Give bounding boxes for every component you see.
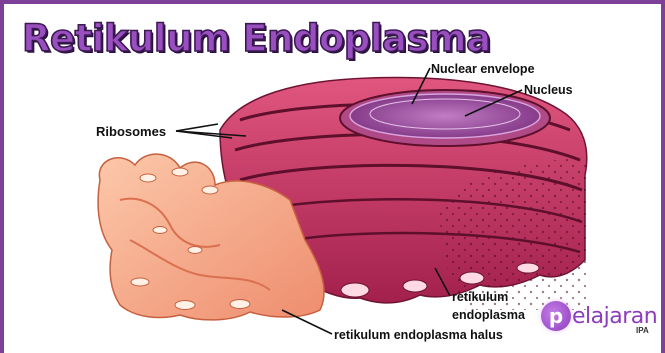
watermark-logo-icon: p <box>541 301 571 331</box>
label-nuclear-envelope: Nuclear envelope <box>431 63 535 76</box>
label-rough-er-line1: retikulum <box>452 291 508 304</box>
page-title: Retikulum Endoplasma <box>22 20 491 57</box>
label-ribosomes: Ribosomes <box>96 125 166 138</box>
nucleus <box>340 90 550 146</box>
label-nucleus: Nucleus <box>524 84 573 97</box>
label-smooth-er: retikulum endoplasma halus <box>334 329 503 342</box>
watermark-name: elajaran <box>572 304 657 329</box>
watermark-subtext: IPA <box>636 326 649 335</box>
label-rough-er-line2: endoplasma <box>452 309 525 322</box>
